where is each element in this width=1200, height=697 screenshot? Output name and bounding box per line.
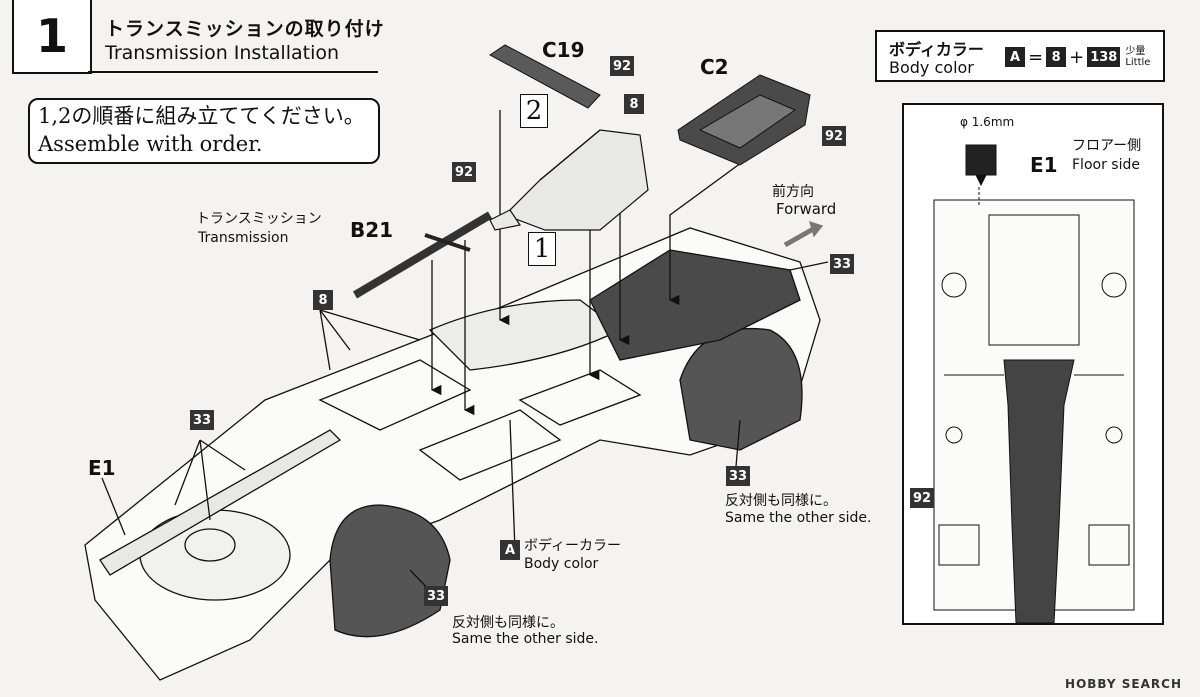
order-marker-2: 2 <box>520 94 548 128</box>
color-tag-c2: 92 <box>822 126 847 146</box>
order-note: 1,2の順番に組み立ててください。 Assemble with order. <box>28 98 380 164</box>
forward-label-jp: 前方向 <box>772 184 814 200</box>
transmission-label-jp: トランスミッション <box>196 211 322 227</box>
legend-plus: + <box>1069 46 1085 68</box>
color-tag-transmission: 8 <box>624 94 644 114</box>
same-side-jp-2: 反対側も同様に。 <box>452 615 564 631</box>
color-tag-92-inset: 92 <box>910 488 935 508</box>
body-color-label-en: Body color <box>524 556 599 572</box>
part-label-e1-main: E1 <box>88 456 116 480</box>
floor-side-inset: φ 1.6mm E1 フロアー側 Floor side <box>902 103 1164 625</box>
part-b21-driveshaft <box>352 211 493 299</box>
legend-title-jp: ボディカラー <box>889 40 984 59</box>
color-tag-33-left: 33 <box>190 410 215 430</box>
part-transmission <box>489 129 649 231</box>
floor-side-drawing <box>933 144 1135 623</box>
legend-code-badge: A <box>1005 47 1025 67</box>
floor-side-label-jp: フロアー側 <box>1072 138 1142 154</box>
same-side-en-2: Same the other side. <box>452 631 599 647</box>
legend-formula: A = 8 + 138 少量 Little <box>1005 46 1150 68</box>
legend-color2-badge: 138 <box>1087 47 1121 67</box>
body-color-label-jp: ボディーカラー <box>524 538 622 554</box>
front-wheel-arch <box>679 327 803 451</box>
step-title-en: Transmission Installation <box>105 42 340 64</box>
floor-side-label-en: Floor side <box>1072 157 1140 173</box>
part-label-c2: C2 <box>700 55 729 79</box>
color-tag-33-right: 33 <box>830 254 855 274</box>
rear-wheel-arch <box>329 504 451 638</box>
color-tag-33-mid: 33 <box>726 466 751 486</box>
spare-tire-well <box>139 509 291 601</box>
same-side-en-1: Same the other side. <box>725 510 872 526</box>
part-c19-bracket <box>489 44 601 109</box>
color-tag-b21: 92 <box>452 162 477 182</box>
transmission-label-en: Transmission <box>198 230 289 246</box>
header-underline <box>88 71 378 73</box>
order-marker-1: 1 <box>528 232 556 266</box>
legend-little-en: Little <box>1125 57 1151 68</box>
watermark-logo: HOBBY SEARCH <box>1065 677 1182 691</box>
arrow-c2 <box>668 159 746 306</box>
same-side-jp-1: 反対側も同様に。 <box>725 493 837 509</box>
legend-color1-badge: 8 <box>1046 47 1067 67</box>
forward-arrow <box>783 225 817 248</box>
body-color-legend: ボディカラー Body color A = 8 + 138 少量 Little <box>875 30 1165 82</box>
part-c2-crossmember <box>677 74 811 166</box>
body-color-badge: A <box>500 540 520 560</box>
legend-little: 少量 Little <box>1125 46 1150 68</box>
legend-title-en: Body color <box>889 58 974 77</box>
order-note-jp: 1,2の順番に組み立ててください。 <box>38 104 365 128</box>
legend-little-jp: 少量 <box>1125 46 1146 57</box>
legend-equals: = <box>1028 46 1044 68</box>
part-label-c19: C19 <box>542 38 585 62</box>
part-label-e1-inset: E1 <box>1030 153 1058 177</box>
step-title-jp: トランスミッションの取り付け <box>105 18 385 40</box>
order-note-en: Assemble with order. <box>38 132 263 156</box>
drill-size-label: φ 1.6mm <box>960 115 1015 129</box>
step-number: 1 <box>12 0 92 74</box>
color-tag-c19: 92 <box>610 56 635 76</box>
forward-label-en: Forward <box>776 200 837 218</box>
assembly-diagram <box>84 44 829 681</box>
color-tag-floor-left: 8 <box>313 290 333 310</box>
color-tag-33-bottom: 33 <box>424 586 449 606</box>
part-label-b21: B21 <box>350 218 394 242</box>
